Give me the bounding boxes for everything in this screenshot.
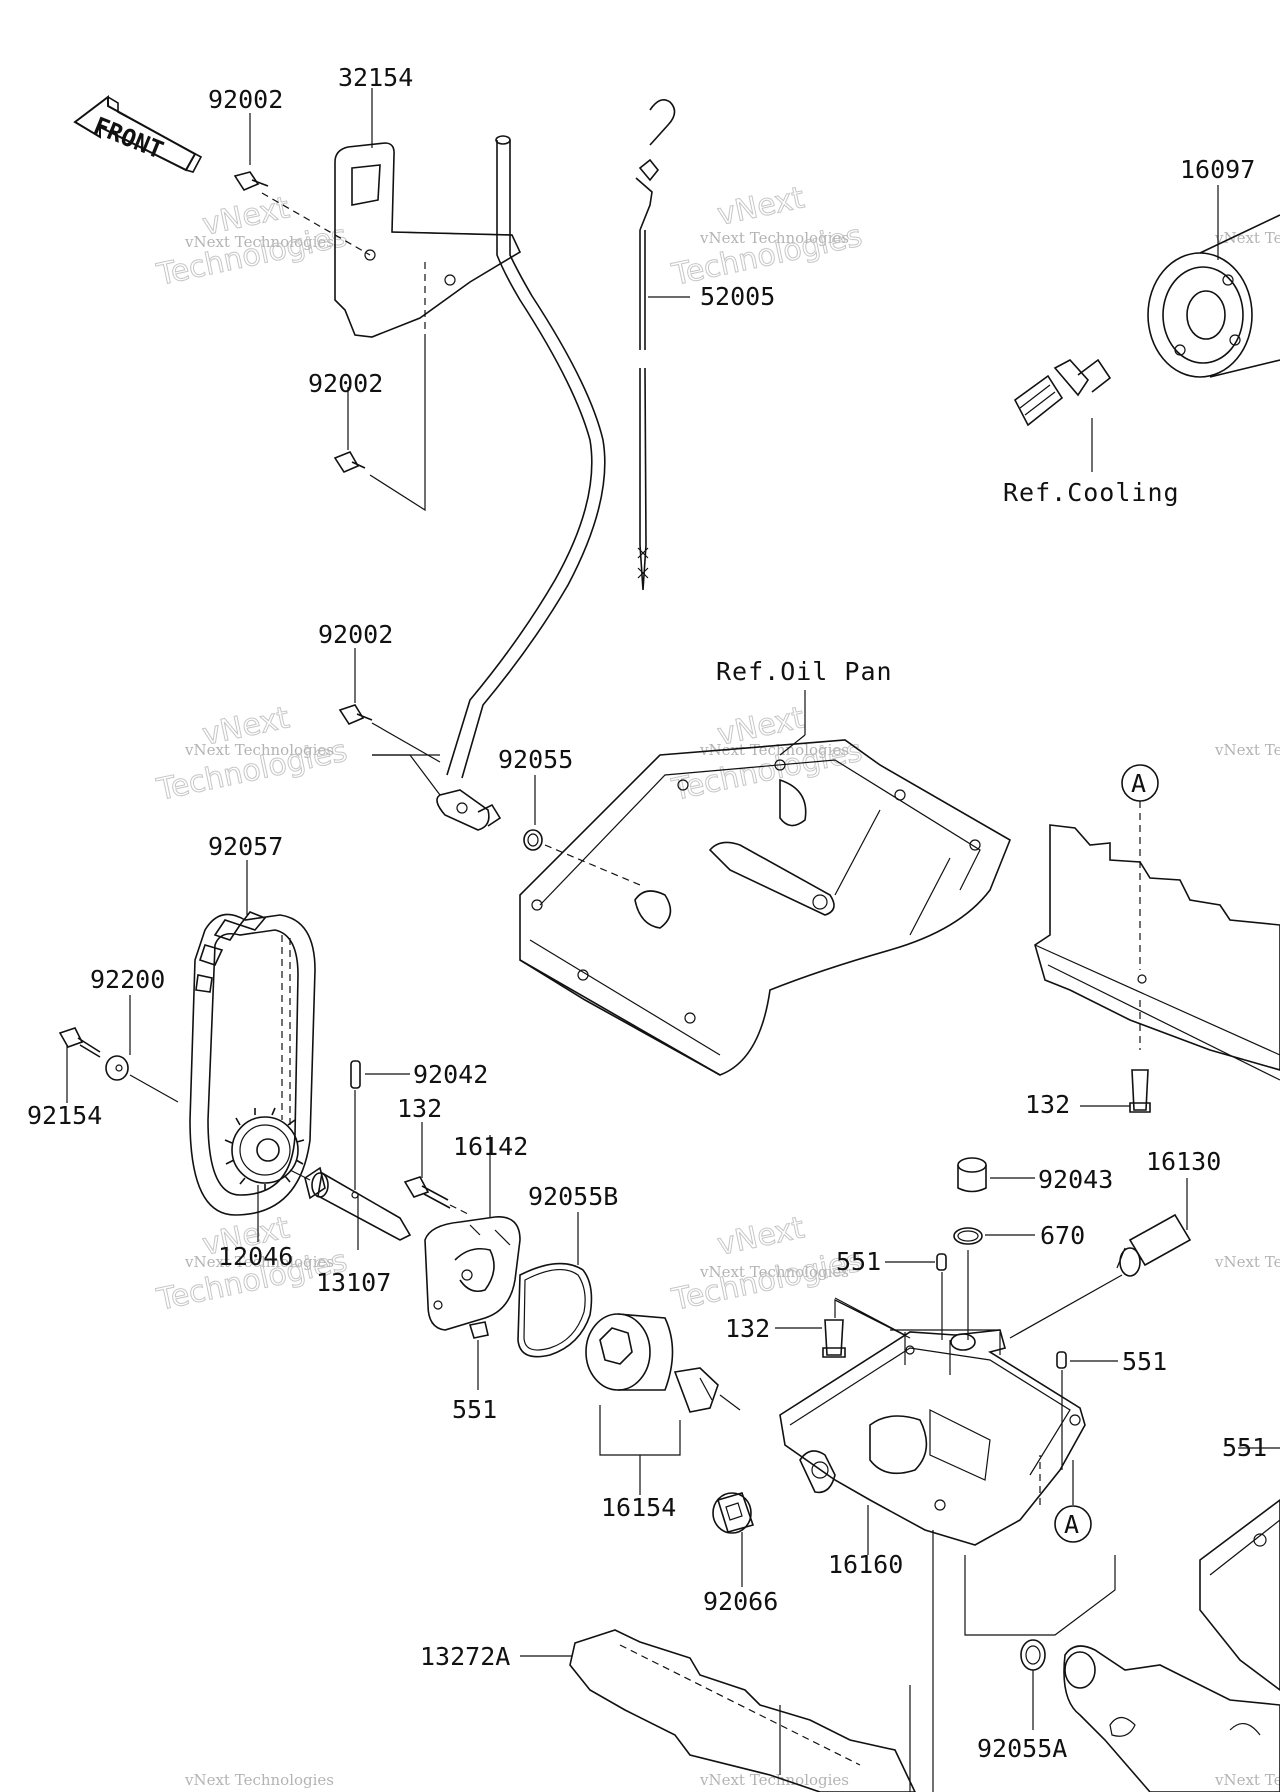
bolt-92002-top (233, 171, 371, 256)
ref-oil-pan-label: Ref.Oil Pan (716, 657, 893, 686)
oil-filter-16097 (1147, 214, 1280, 378)
label-16154: 16154 (601, 1493, 676, 1522)
bolt-132-right (1129, 1069, 1151, 1113)
drive-chain-92057 (189, 911, 316, 1216)
o-ring-92055 (523, 829, 641, 886)
label-670: 670 (1040, 1221, 1085, 1250)
sprocket-12046 (224, 1107, 305, 1191)
front-arrow-icon: FRONT (73, 94, 203, 173)
oil-strainer-lower (1199, 1499, 1280, 1691)
pin-92042 (350, 1060, 361, 1089)
bolt-92002-mid (333, 450, 366, 474)
marker-a-top-icon: A (1121, 764, 1159, 802)
ref-cooling-label: Ref.Cooling (1003, 478, 1180, 507)
collar-92043 (957, 1157, 987, 1193)
label-92154: 92154 (27, 1101, 102, 1130)
label-92200: 92200 (90, 965, 165, 994)
svg-text:vNext: vNext (714, 180, 807, 233)
svg-text:A: A (1064, 1510, 1080, 1539)
svg-text:vNext Technologies: vNext Technologies (1214, 229, 1280, 247)
watermark-5: vNext vNext Technologies Technologies (153, 1210, 351, 1319)
svg-text:vNext Technologies: vNext Technologies (699, 1771, 849, 1789)
label-92055: 92055 (498, 745, 573, 774)
bolt-132-body (822, 1319, 846, 1358)
dowel-551-right (1056, 1351, 1067, 1369)
label-92055B: 92055B (528, 1182, 618, 1211)
label-132-body: 132 (725, 1314, 770, 1343)
label-551-pump: 551 (452, 1395, 497, 1424)
label-16142: 16142 (453, 1132, 528, 1161)
rotor-16154 (585, 1313, 741, 1413)
label-16130: 16130 (1146, 1147, 1221, 1176)
svg-text:vNext Technologies: vNext Technologies (1214, 1253, 1280, 1271)
label-92002-top: 92002 (208, 85, 283, 114)
label-92057: 92057 (208, 832, 283, 861)
label-551-far-right: 551 (1222, 1433, 1267, 1462)
label-13272A: 13272A (420, 1642, 510, 1671)
washer-92200 (105, 1055, 129, 1081)
label-92002-mid: 92002 (308, 369, 383, 398)
plug-92066 (712, 1492, 755, 1534)
label-551-top: 551 (836, 1247, 881, 1276)
svg-text:vNext Technologies: vNext Technologies (699, 741, 849, 759)
label-92002-lower: 92002 (318, 620, 393, 649)
pump-body-16160 (779, 1329, 1086, 1546)
bracket-32154 (334, 142, 522, 338)
o-ring-670 (953, 1227, 983, 1245)
watermark-2: vNext vNext Technologies Technologies (668, 180, 866, 294)
union-bolt-ref-cooling (1013, 358, 1112, 427)
svg-text:vNext Technologies: vNext Technologies (699, 1263, 849, 1281)
pump-shaft-13107 (289, 1166, 412, 1241)
watermark-1: vNext vNext Technologies Technologies (153, 190, 351, 294)
baffle-13272A (569, 1629, 916, 1792)
o-ring-92055A (1020, 1639, 1046, 1671)
oil-pipe-lower (1063, 1645, 1280, 1792)
label-132-right: 132 (1025, 1090, 1070, 1119)
label-32154: 32154 (338, 63, 413, 92)
label-92043: 92043 (1038, 1165, 1113, 1194)
pump-cover-16142 (424, 1216, 521, 1331)
relief-valve-16130 (1009, 1213, 1192, 1339)
svg-text:vNext Technologies: vNext Technologies (184, 233, 334, 251)
svg-text:A: A (1131, 769, 1147, 798)
label-92042: 92042 (413, 1060, 488, 1089)
bolt-92154 (58, 1027, 101, 1058)
svg-text:vNext: vNext (714, 1210, 807, 1263)
label-551-right: 551 (1122, 1347, 1167, 1376)
label-52005: 52005 (700, 282, 775, 311)
watermark-7: vNext Technologies vNext Technologies vN… (184, 229, 1280, 1789)
svg-text:vNext Technologies: vNext Technologies (1214, 1771, 1280, 1789)
label-92066: 92066 (703, 1587, 778, 1616)
label-132-pump: 132 (397, 1094, 442, 1123)
bolt-132-pump (403, 1176, 471, 1216)
svg-text:vNext Technologies: vNext Technologies (184, 1253, 334, 1271)
svg-text:vNext Technologies: vNext Technologies (1214, 741, 1280, 759)
label-16160: 16160 (828, 1550, 903, 1579)
svg-text:vNext Technologies: vNext Technologies (699, 229, 849, 247)
oil-pan-ref (519, 739, 1012, 1076)
gasket-92055B (517, 1262, 593, 1358)
dipstick-52005 (635, 99, 676, 591)
label-13107: 13107 (316, 1268, 391, 1297)
label-16097: 16097 (1180, 155, 1255, 184)
marker-a-bottom-icon: A (1054, 1505, 1092, 1543)
dipstick-tube (436, 135, 606, 831)
dowel-551-top (936, 1253, 947, 1271)
label-92055A: 92055A (977, 1734, 1067, 1763)
watermark-3: vNext vNext Technologies Technologies (153, 700, 351, 809)
bolt-92002-lower (338, 704, 441, 763)
oil-baffle-plate (1034, 824, 1280, 1081)
svg-text:vNext Technologies: vNext Technologies (184, 1771, 334, 1789)
dowel-551-pump (468, 1321, 489, 1339)
svg-text:vNext Technologies: vNext Technologies (184, 741, 334, 759)
watermark-4: vNext vNext Technologies Technologies (668, 700, 866, 809)
label-12046: 12046 (218, 1242, 293, 1271)
